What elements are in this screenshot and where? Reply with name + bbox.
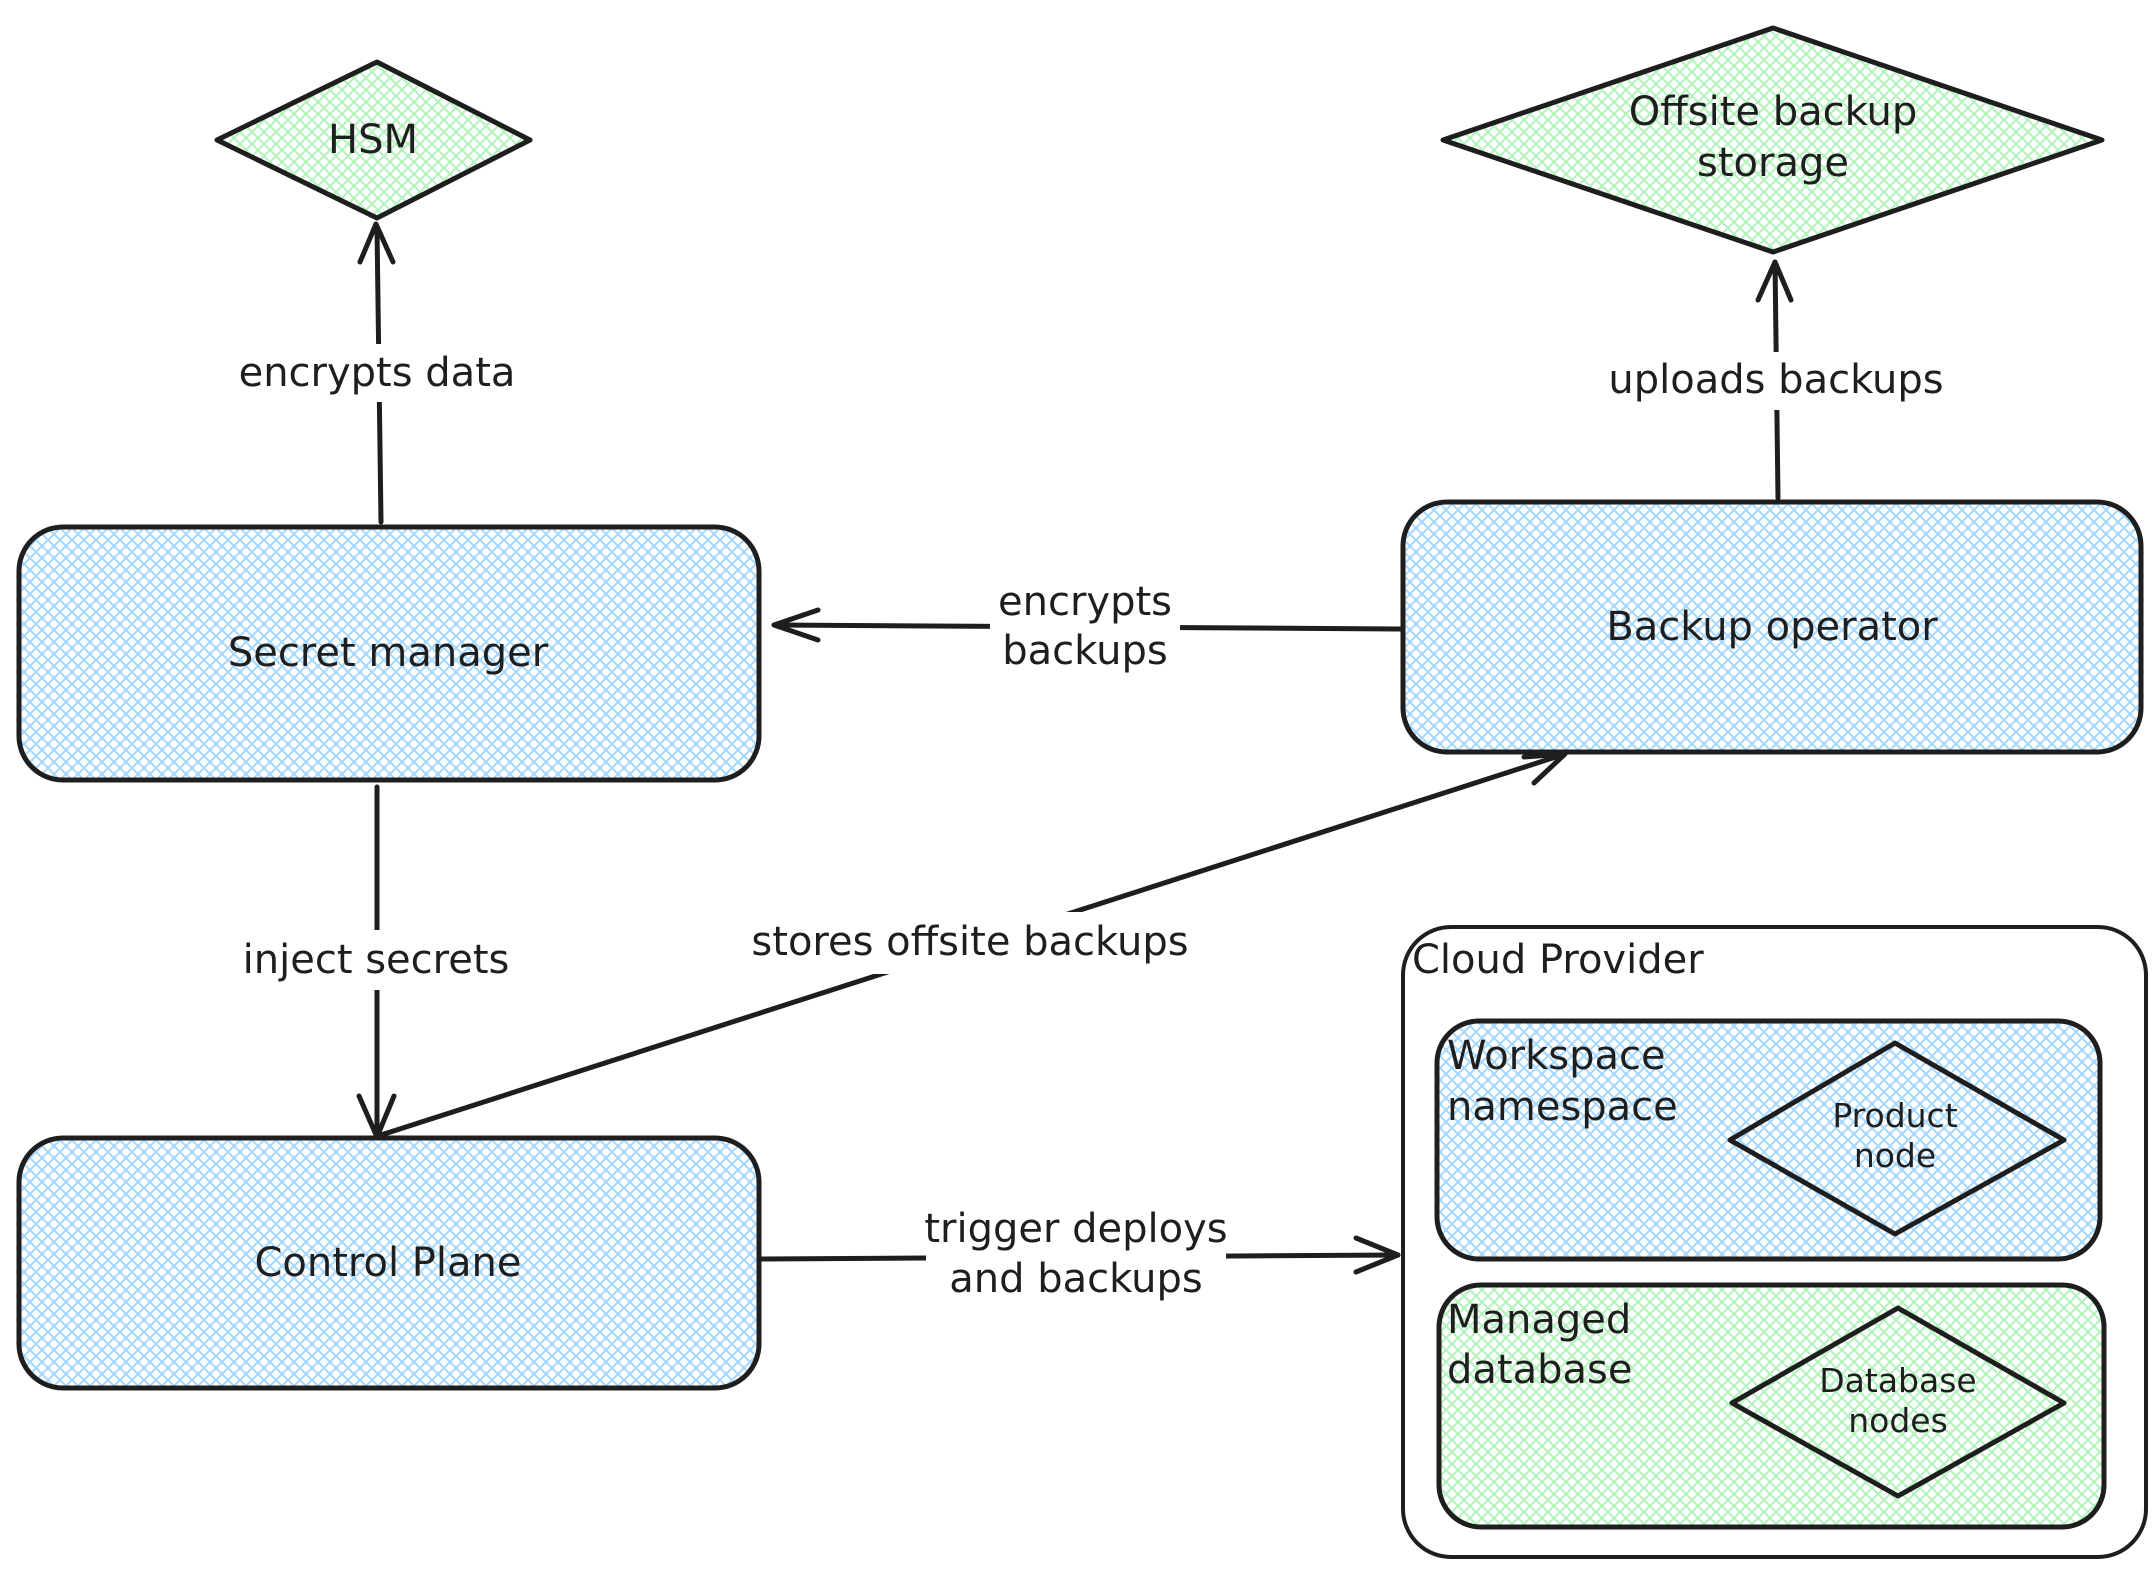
encrypts-backups-label-line2: backups: [1002, 628, 1167, 674]
database-nodes-label-line1: Database: [1819, 1361, 1976, 1400]
hsm-label: HSM: [328, 117, 418, 163]
offsite-backup-storage-node[interactable]: Offsite backup storage: [1440, 25, 2105, 255]
uploads-backups-label: uploads backups: [1608, 357, 1943, 403]
cloud-provider-label: Cloud Provider: [1412, 937, 1704, 983]
product-node-label-line1: Product: [1832, 1096, 1957, 1135]
inject-secrets-label: inject secrets: [243, 937, 510, 983]
hsm-node[interactable]: HSM: [214, 59, 533, 221]
trigger-deploys-label-line1: trigger deploys: [924, 1206, 1227, 1252]
backup-operator-node[interactable]: Backup operator: [1400, 499, 2144, 755]
control-plane-node[interactable]: Control Plane: [16, 1135, 762, 1391]
control-plane-label: Control Plane: [254, 1240, 521, 1286]
trigger-deploys-label-line2: and backups: [949, 1256, 1202, 1302]
managed-database-label-line1: Managed: [1447, 1297, 1631, 1343]
offsite-storage-label-line2: storage: [1697, 140, 1849, 186]
workspace-namespace-label-line1: Workspace: [1447, 1033, 1666, 1079]
secret-manager-label: Secret manager: [228, 630, 549, 676]
managed-database-label-line2: database: [1447, 1347, 1632, 1393]
database-nodes-node[interactable]: Database nodes: [1729, 1305, 2067, 1499]
encrypts-data-label: encrypts data: [239, 350, 516, 396]
encrypts-backups-label-line1: encrypts: [998, 579, 1172, 625]
database-nodes-label-line2: nodes: [1848, 1401, 1948, 1440]
product-node[interactable]: Product node: [1727, 1040, 2067, 1237]
stores-offsite-backups-label: stores offsite backups: [751, 919, 1188, 965]
backup-operator-label: Backup operator: [1606, 604, 1938, 650]
workspace-namespace-label-line2: namespace: [1447, 1084, 1678, 1130]
product-node-label-line2: node: [1854, 1136, 1936, 1175]
secret-manager-node[interactable]: Secret manager: [16, 524, 762, 783]
offsite-storage-label-line1: Offsite backup: [1629, 89, 1918, 135]
